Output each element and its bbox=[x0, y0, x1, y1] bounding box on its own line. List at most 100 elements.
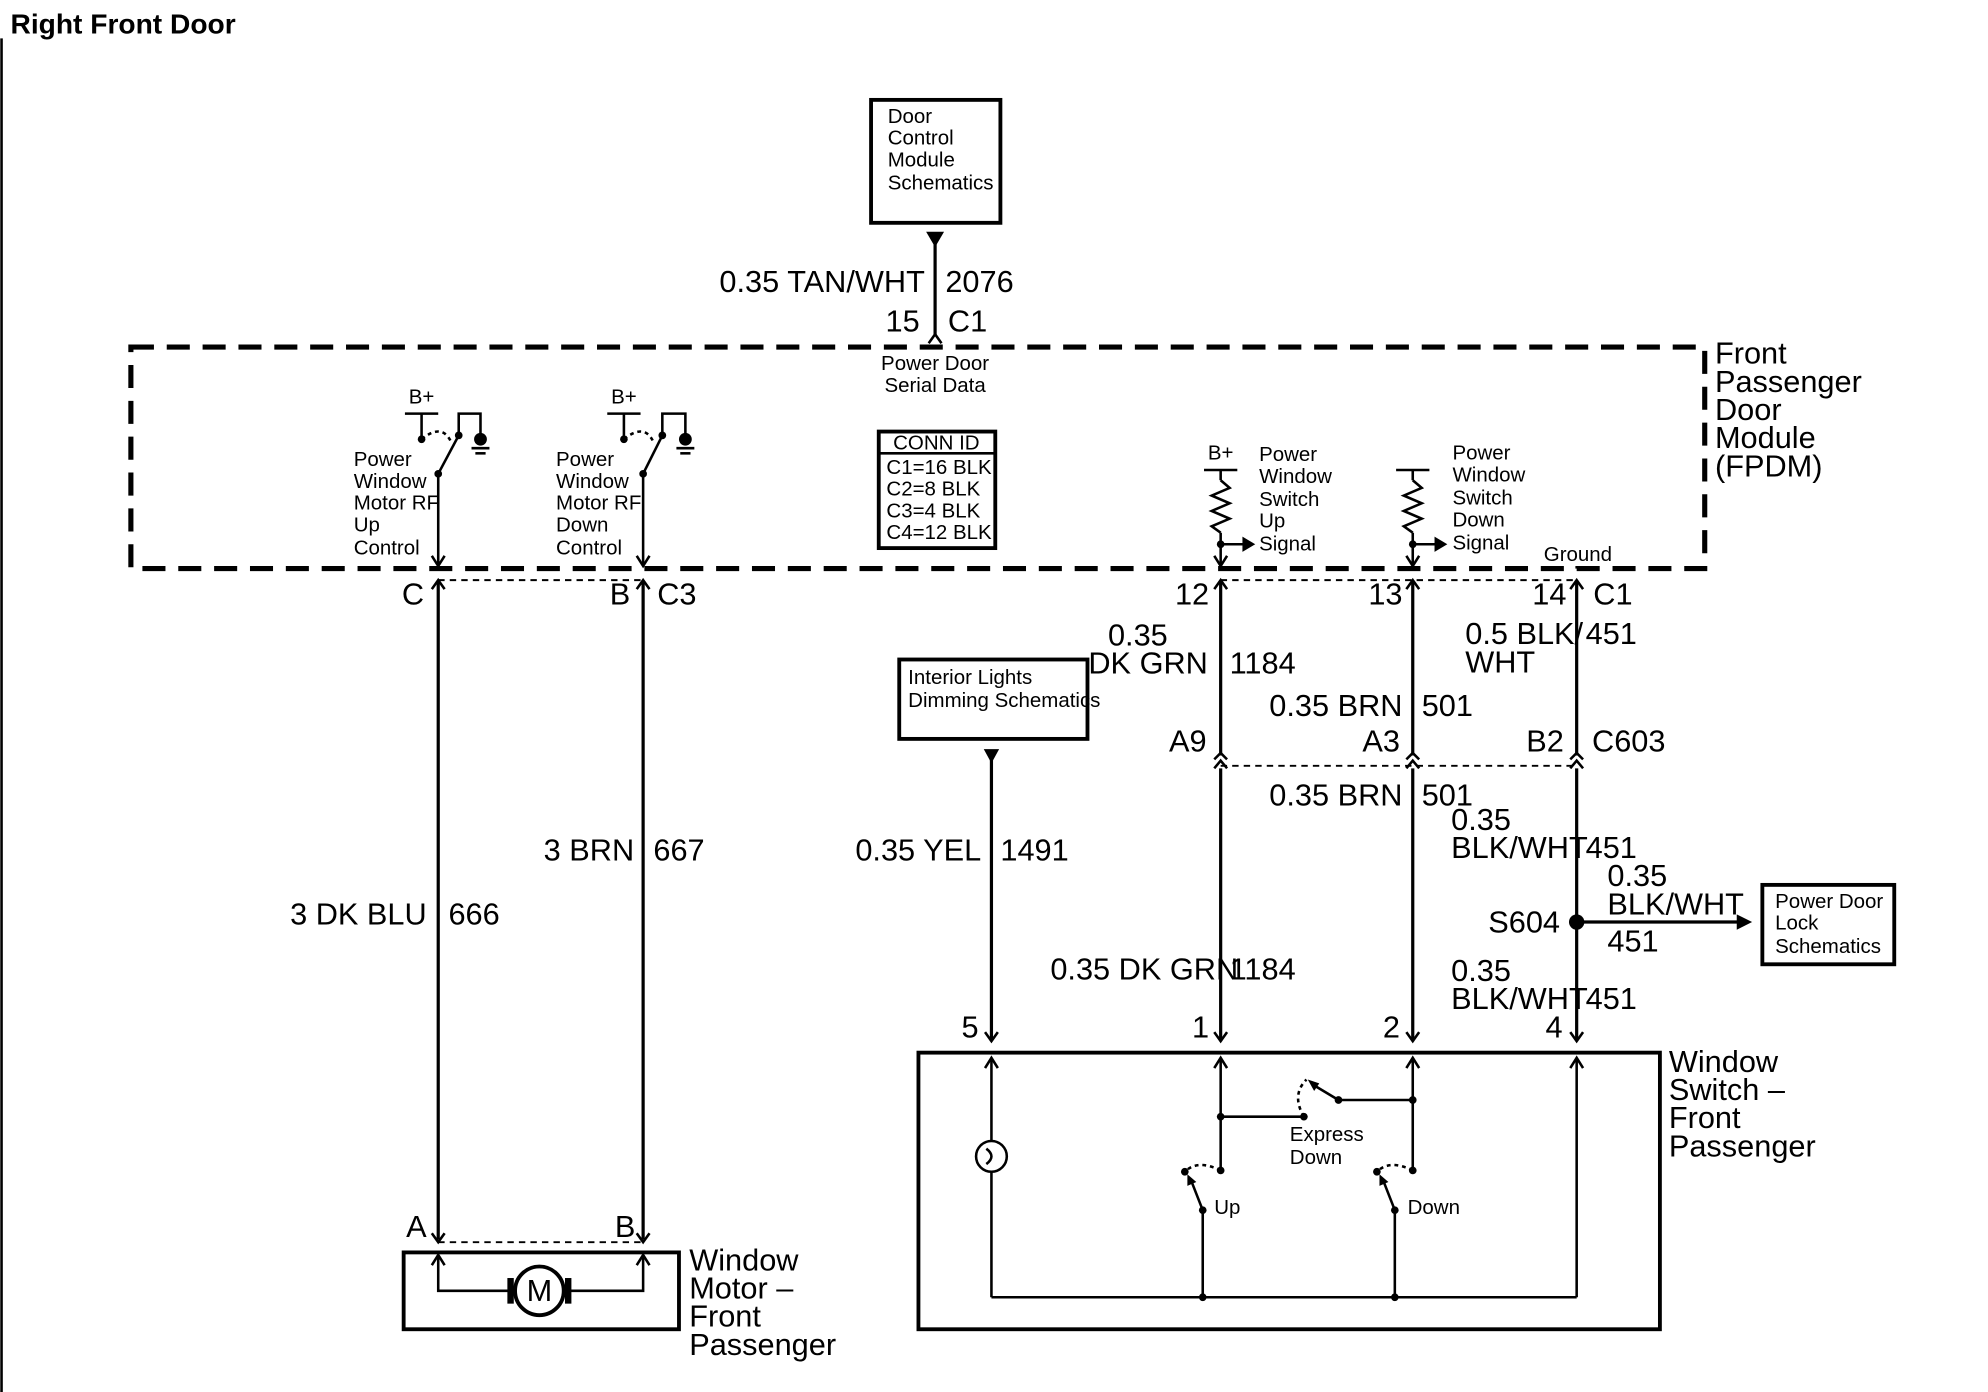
interior-lights-dimming-box[interactable]: Interior Lights Dimming Schematics bbox=[897, 657, 1100, 741]
up-sig-top-gauge: 0.35 bbox=[1108, 617, 1168, 652]
up-sig-top-circuit: 1184 bbox=[1230, 646, 1296, 681]
down-control-label-5: Control bbox=[556, 536, 622, 559]
c1-12-pin-icon bbox=[1213, 577, 1229, 590]
sw-up-bplus-label: B+ bbox=[1208, 442, 1234, 465]
ground-bot-circuit: 451 bbox=[1586, 981, 1637, 1016]
sw-down-label-1: Power bbox=[1452, 442, 1510, 465]
up-sig-bot-color: 0.35 DK GRN bbox=[1050, 952, 1238, 987]
window-switch-box[interactable] bbox=[916, 1050, 1662, 1332]
ground-mid-gauge: 0.35 bbox=[1451, 802, 1511, 837]
ws-pin-2: 2 bbox=[1383, 1009, 1400, 1044]
c3-b-pin-icon bbox=[635, 577, 651, 590]
up-motor-wire-color: 3 DK BLU bbox=[290, 897, 427, 932]
conn-id-c4: C4=12 BLK bbox=[886, 521, 992, 544]
c1-label: C1 bbox=[1593, 576, 1632, 611]
ws-pin-1: 1 bbox=[1192, 1009, 1209, 1044]
window-motor-box[interactable]: M bbox=[401, 1250, 681, 1332]
interior-line-1: Interior Lights bbox=[908, 666, 1032, 689]
wm-pin-a: A bbox=[406, 1209, 427, 1244]
c1-pin-13: 13 bbox=[1368, 576, 1402, 611]
up-control-label-1: Power bbox=[354, 448, 412, 471]
c603-pin-a3: A3 bbox=[1362, 724, 1400, 759]
ground-branch-arrow-icon bbox=[1736, 914, 1753, 930]
ground-top-color: 0.5 BLK/ bbox=[1465, 616, 1583, 651]
serial-data-label-1: Power Door bbox=[881, 352, 989, 375]
fpdm-module-outline[interactable] bbox=[128, 344, 1708, 572]
ws-pin-5: 5 bbox=[962, 1009, 979, 1044]
motor-icon bbox=[513, 1264, 566, 1318]
wm-a-pin-icon bbox=[430, 1232, 446, 1245]
diagram-title: Right Front Door bbox=[11, 7, 236, 39]
ground-bot-color: BLK/WHT bbox=[1451, 981, 1588, 1016]
ws-pin-4: 4 bbox=[1545, 1009, 1562, 1044]
s604-label: S604 bbox=[1488, 904, 1560, 939]
switch-down-label: Down bbox=[1408, 1196, 1460, 1219]
wm-label-1: Window bbox=[689, 1242, 799, 1277]
up-sig-top-color: DK GRN bbox=[1088, 646, 1207, 681]
serial-wire-color: 0.35 TAN/WHT bbox=[719, 264, 925, 299]
sw-up-label-4: Up bbox=[1259, 510, 1285, 533]
express-down-label-2: Down bbox=[1290, 1146, 1342, 1169]
ground-mid-circuit: 451 bbox=[1586, 830, 1637, 865]
up-control-label-4: Up bbox=[354, 513, 380, 536]
conn-id-header: CONN ID bbox=[893, 431, 979, 454]
serial-pin: 15 bbox=[886, 304, 920, 339]
down-sig-bot-color: 0.35 BRN bbox=[1269, 777, 1402, 812]
c603-pin-b2: B2 bbox=[1526, 724, 1564, 759]
ground-top-circuit: 451 bbox=[1586, 616, 1637, 651]
c603-pin-icons bbox=[1213, 751, 1585, 770]
pdl-line-1: Power Door bbox=[1775, 890, 1883, 913]
up-sig-bot-circuit: 1184 bbox=[1230, 952, 1296, 987]
serial-conn: C1 bbox=[948, 304, 987, 339]
ws-label-4: Passenger bbox=[1669, 1128, 1816, 1163]
ground-branch-circuit: 451 bbox=[1607, 923, 1658, 958]
interior-arrow-icon bbox=[983, 749, 1000, 764]
dcm-arrow-icon bbox=[926, 231, 945, 248]
dcm-line-4: Schematics bbox=[888, 172, 994, 195]
serial-connector-icon bbox=[927, 332, 943, 344]
door-control-module-box[interactable]: Door Control Module Schematics bbox=[869, 97, 1003, 225]
wm-label-3: Front bbox=[689, 1299, 761, 1334]
up-control-label-2: Window bbox=[354, 470, 427, 493]
c1-14-pin-icon bbox=[1569, 577, 1585, 590]
dcm-line-2: Control bbox=[888, 127, 954, 150]
c3-label: C3 bbox=[657, 576, 696, 611]
down-control-label-3: Motor RF bbox=[556, 492, 641, 515]
up-control-label-5: Control bbox=[354, 536, 420, 559]
fpdm-label-5: (FPDM) bbox=[1715, 448, 1823, 483]
power-door-lock-box[interactable]: Power Door Lock Schematics bbox=[1760, 882, 1897, 967]
ground-top-color2: WHT bbox=[1465, 644, 1535, 679]
ground-label: Ground bbox=[1544, 543, 1612, 566]
serial-data-label-2: Serial Data bbox=[884, 374, 986, 397]
wm-b-pin-icon bbox=[635, 1232, 651, 1245]
sw-down-label-3: Switch bbox=[1452, 487, 1512, 510]
sw-down-label-5: Signal bbox=[1452, 531, 1509, 554]
ground-branch-color: BLK/WHT bbox=[1607, 886, 1744, 921]
fpdm-label-2: Passenger bbox=[1715, 364, 1862, 399]
conn-id-c1: C1=16 BLK bbox=[886, 456, 992, 479]
motor-symbol: M bbox=[527, 1273, 553, 1308]
fpdm-label-1: Front bbox=[1715, 336, 1787, 371]
interior-wire-circuit: 1491 bbox=[1000, 833, 1068, 868]
pdl-line-3: Schematics bbox=[1775, 935, 1881, 958]
dcm-line-3: Module bbox=[888, 148, 955, 171]
sw-up-label-3: Switch bbox=[1259, 488, 1319, 511]
down-control-label-1: Power bbox=[556, 448, 614, 471]
up-control-relay: B+ bbox=[404, 385, 490, 569]
fpdm-label-3: Door bbox=[1715, 392, 1782, 427]
interior-wire-color: 0.35 YEL bbox=[855, 833, 981, 868]
ground-bot-gauge: 0.35 bbox=[1451, 953, 1511, 988]
sw-up-label-2: Window bbox=[1259, 465, 1332, 488]
switch-up-signal-pullup: B+ bbox=[1204, 442, 1256, 569]
fpdm-label-4: Module bbox=[1715, 420, 1816, 455]
conn-id-table: CONN ID C1=16 BLK C2=8 BLK C3=4 BLK C4=1… bbox=[876, 429, 998, 551]
down-sig-top-circuit: 501 bbox=[1422, 688, 1473, 723]
ws-pin-icons bbox=[983, 1031, 1585, 1044]
down-control-relay: B+ bbox=[607, 385, 695, 569]
sw-up-label-5: Signal bbox=[1259, 533, 1316, 556]
ws-label-1: Window bbox=[1669, 1044, 1779, 1079]
express-down-label-1: Express bbox=[1290, 1123, 1364, 1146]
up-motor-wire-circuit: 666 bbox=[448, 897, 499, 932]
sw-down-label-2: Window bbox=[1452, 464, 1525, 487]
